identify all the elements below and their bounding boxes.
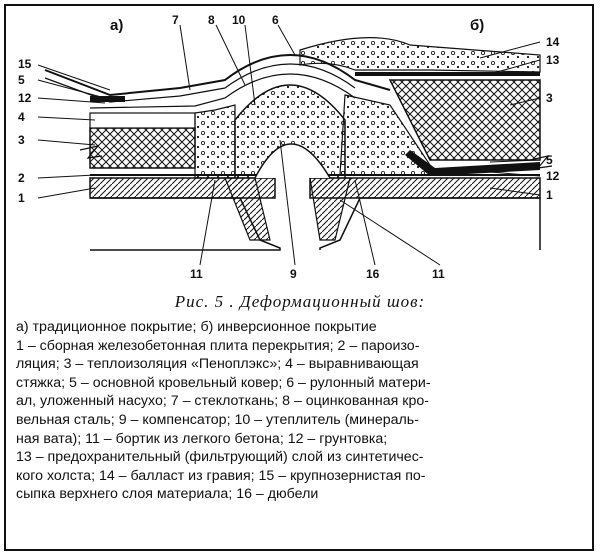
figure-caption: Рис. 5 . Деформационный шов: xyxy=(174,292,426,311)
label-4: 4 xyxy=(18,110,25,124)
legend-line: сыпка верхнего слоя материала; 16 – дюбе… xyxy=(16,486,319,503)
leader-lines xyxy=(37,24,541,266)
screed-left xyxy=(89,112,196,129)
compensator-inner xyxy=(254,143,331,179)
label-6: 6 xyxy=(272,13,279,27)
legend-line: а) традиционное покрытие; б) инверсионно… xyxy=(16,319,377,335)
roof-carpet-right xyxy=(405,150,540,176)
break-mark-left xyxy=(79,145,103,159)
panel-a-label: а) xyxy=(110,17,123,34)
label-13: 13 xyxy=(546,53,560,67)
label-9: 9 xyxy=(290,267,297,281)
compensator-dome xyxy=(234,84,346,178)
label-7: 7 xyxy=(172,13,179,27)
legend-line: вельная сталь; 9 – компенсатор; 10 – уте… xyxy=(16,411,419,428)
mineral-wool-left xyxy=(194,104,236,179)
label-12-right: 12 xyxy=(546,169,560,183)
insulation-left xyxy=(89,127,196,169)
legend-line: стяжка; 5 – основной кровельный ковер; 6… xyxy=(16,374,431,391)
label-11-left: 11 xyxy=(190,267,203,281)
legend-line: ная вата); 11 – бортик из легкого бетона… xyxy=(16,430,388,447)
label-11-right: 11 xyxy=(432,267,445,281)
label-5-right: 5 xyxy=(546,153,553,167)
label-8: 8 xyxy=(208,13,215,27)
label-12-left: 12 xyxy=(18,91,32,105)
break-mark-right xyxy=(529,155,553,169)
label-10: 10 xyxy=(232,13,246,27)
label-14: 14 xyxy=(546,35,560,49)
label-16: 16 xyxy=(366,267,380,281)
panel-b-label: б) xyxy=(470,17,484,34)
figure-legend: а) традиционное покрытие; б) инверсионно… xyxy=(16,318,584,504)
legend-line: кого холста; 14 – балласт из гравия; 15 … xyxy=(16,467,426,484)
slab-body-left xyxy=(90,197,281,251)
roof-carpet-left xyxy=(90,96,125,102)
legend-line: 13 – предохранительный (фильтрующий) сло… xyxy=(16,449,424,466)
roof-layer-left-2 xyxy=(44,63,356,103)
slab-body-right xyxy=(319,197,541,250)
label-1-right: 1 xyxy=(546,188,553,202)
label-15: 15 xyxy=(18,57,32,71)
roof-covering-left xyxy=(44,54,391,97)
legend-line: 1 – сборная железобетонная плита перекры… xyxy=(16,337,420,354)
filter-layer xyxy=(355,72,540,76)
label-1-left: 1 xyxy=(18,191,25,205)
legend-line: ляция; 3 – теплоизоляция «Пеноплэкс»; 4 … xyxy=(16,356,419,373)
label-5-left: 5 xyxy=(18,73,25,87)
label-3-left: 3 xyxy=(18,133,25,147)
roof-layer-left-3 xyxy=(89,73,356,109)
deformation-joint-drawing: а) б) 15 5 12 4 3 2 1 7 8 10 6 11 9 16 1… xyxy=(18,13,560,281)
legend-line: ал, уложенный насухо; 7 – стеклоткань; 8… xyxy=(16,393,429,410)
figure-frame xyxy=(4,4,594,551)
label-2: 2 xyxy=(18,171,25,185)
label-3-right: 3 xyxy=(546,91,553,105)
gravel-ballast xyxy=(299,37,541,73)
